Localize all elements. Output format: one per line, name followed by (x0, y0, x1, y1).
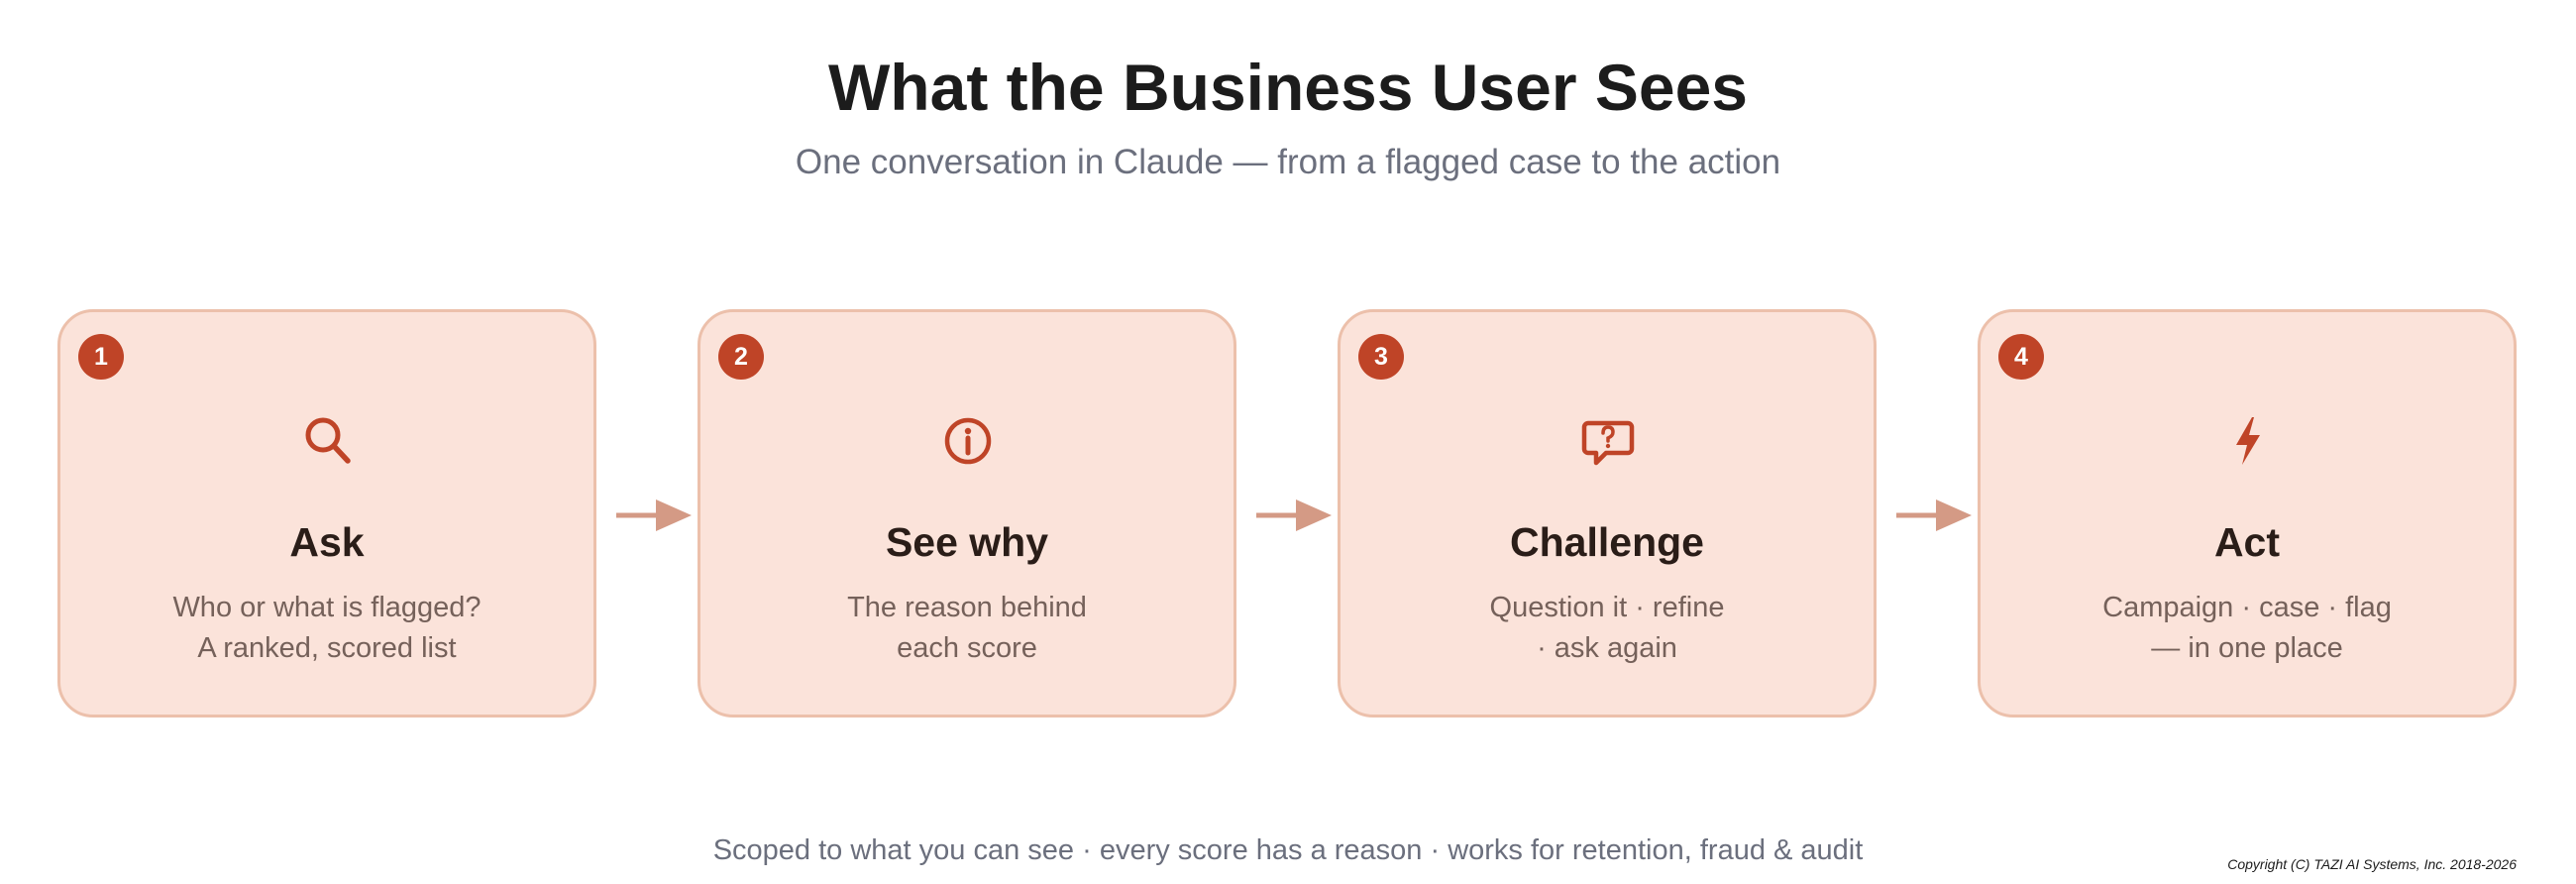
search-icon (298, 411, 358, 471)
question-chat-icon (1578, 411, 1638, 471)
step-description: Who or what is flagged? A ranked, scored… (172, 592, 482, 664)
footer-tagline: Scoped to what you can see · every score… (712, 834, 1864, 866)
page-title: What the Business User Sees (828, 51, 1748, 124)
step-number-badge: 4 (1998, 334, 2044, 380)
step-card-act: 4 Act Campaign · case · flag — in one pl… (1978, 309, 2517, 718)
step-title: See why (885, 519, 1049, 565)
info-icon (938, 411, 998, 471)
flow-arrow-icon (616, 497, 692, 533)
step-description: Campaign · case · flag — in one place (2102, 592, 2392, 664)
step-description: The reason behind each score (847, 592, 1087, 664)
step-description: Question it · refine · ask again (1489, 592, 1725, 664)
lightning-icon (2218, 411, 2278, 471)
step-number-badge: 3 (1358, 334, 1404, 380)
step-title: Challenge (1510, 519, 1704, 565)
page-subtitle: One conversation in Claude — from a flag… (795, 143, 1781, 181)
step-title: Act (2213, 519, 2281, 565)
flow-arrow-icon (1256, 497, 1332, 533)
step-card-see-why: 2 See why The reason behind each score (698, 309, 1236, 718)
step-title: Ask (289, 519, 365, 565)
step-number-badge: 1 (78, 334, 124, 380)
step-number-badge: 2 (718, 334, 764, 380)
copyright-notice: Copyright (C) TAZI AI Systems, Inc. 2018… (2227, 856, 2517, 872)
step-card-ask: 1 Ask Who or what is flagged? A ranked, … (57, 309, 596, 718)
step-card-challenge: 3 Challenge Question it · refine · ask a… (1338, 309, 1877, 718)
flow-arrow-icon (1896, 497, 1972, 533)
